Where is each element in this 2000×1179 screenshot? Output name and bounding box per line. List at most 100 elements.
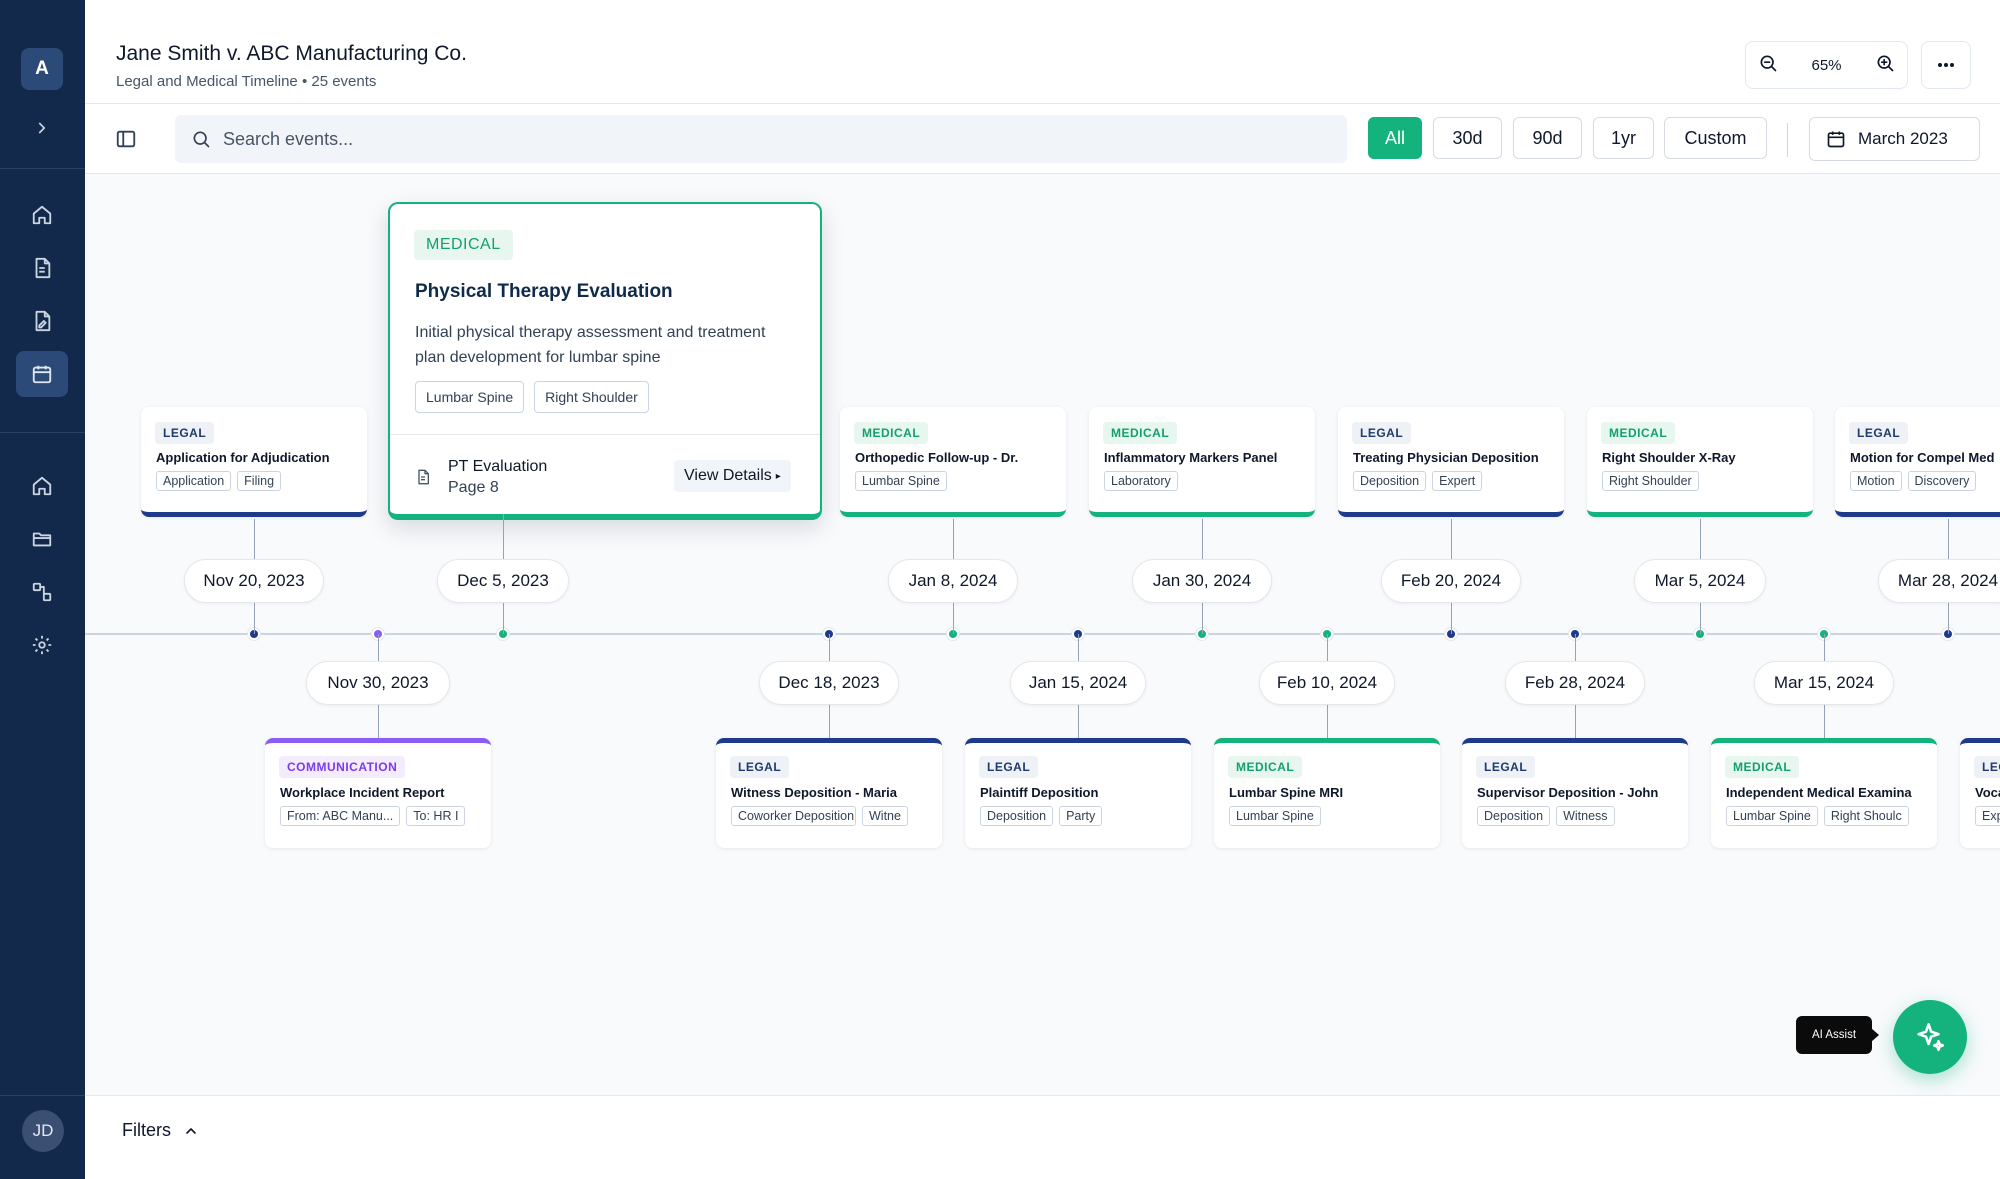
header: Jane Smith v. ABC Manufacturing Co. Lega… [85, 0, 2000, 104]
search-icon [193, 131, 210, 148]
event-date[interactable]: Nov 30, 2023 [306, 661, 450, 705]
zoom-out-icon [1760, 55, 1777, 71]
event-tag: Laboratory [1104, 471, 1178, 491]
footer: Filters [85, 1095, 2000, 1179]
event-date[interactable]: Jan 8, 2024 [888, 559, 1018, 603]
source-document-name[interactable]: PT Evaluation [448, 458, 548, 475]
zoom-in-icon [1877, 55, 1894, 71]
app-logo[interactable]: A [21, 48, 63, 90]
file-edit-icon [35, 310, 51, 332]
sidebar-item-folders[interactable] [16, 516, 68, 562]
category-badge: MEDICAL [1601, 422, 1676, 444]
event-tag: Deposition [980, 806, 1054, 826]
sidebar-item-timeline[interactable] [16, 351, 68, 397]
zoom-in-button[interactable] [1875, 53, 1895, 78]
chevron-up-icon [186, 1127, 196, 1134]
document-icon [35, 257, 51, 279]
sidebar: A JD [0, 0, 85, 1179]
event-tag: Lumbar Spine [415, 381, 525, 413]
event-date[interactable]: Feb 20, 2024 [1381, 559, 1521, 603]
sidebar-item-documents[interactable] [16, 245, 68, 291]
calendar-icon [1827, 131, 1845, 148]
category-badge: MEDICAL [1103, 422, 1178, 444]
event-title: Supervisor Deposition - John [1477, 785, 1659, 800]
event-tag: From: ABC Manu... [280, 806, 401, 826]
event-date[interactable]: Dec 5, 2023 [437, 559, 569, 603]
event-tag: To: HR I [406, 806, 466, 826]
ai-assist-tooltip: AI Assist [1796, 1016, 1879, 1054]
toggle-panel-button[interactable] [115, 128, 137, 155]
expanded-event-card[interactable]: MEDICAL Physical Therapy Evaluation Init… [388, 202, 822, 520]
category-badge: LEGAL [1849, 422, 1909, 444]
timeline-canvas[interactable]: MEDICAL Physical Therapy Evaluation Init… [85, 174, 2000, 1095]
event-tag: Right Shoulder [1602, 471, 1699, 491]
expand-sidebar-button[interactable] [26, 112, 58, 144]
view-details-button[interactable]: View Details ▸ [674, 460, 791, 492]
sidebar-item-settings[interactable] [16, 622, 68, 668]
search-input[interactable] [223, 128, 1323, 150]
zoom-out-button[interactable] [1758, 53, 1778, 78]
toolbar: All 30d 90d 1yr Custom March 2023 [85, 104, 2000, 174]
event-date[interactable]: Feb 28, 2024 [1505, 661, 1645, 705]
event-date[interactable]: Mar 28, 2024 [1878, 559, 2000, 603]
sidebar-divider [0, 432, 85, 433]
zoom-controls: 65% [1745, 41, 1908, 89]
category-badge: MEDICAL [414, 230, 513, 260]
event-date[interactable]: Jan 15, 2024 [1010, 661, 1146, 705]
filters-toggle[interactable]: Filters [122, 1120, 199, 1141]
event-title: Application for Adjudication [156, 450, 330, 465]
event-date[interactable]: Nov 20, 2023 [184, 559, 324, 603]
event-date[interactable]: Jan 30, 2024 [1132, 559, 1272, 603]
range-all-button[interactable]: All [1368, 117, 1422, 159]
more-options-button[interactable] [1921, 41, 1971, 89]
calendar-icon [32, 365, 52, 384]
event-tag: Witness [1556, 806, 1615, 826]
more-horizontal-icon [1938, 63, 1954, 67]
event-title: Plaintiff Deposition [980, 785, 1099, 800]
event-title: Voca [1975, 785, 2000, 800]
category-badge: MEDICAL [854, 422, 929, 444]
range-90d-button[interactable]: 90d [1513, 117, 1582, 159]
month-picker-button[interactable]: March 2023 [1809, 117, 1980, 161]
range-custom-button[interactable]: Custom [1664, 117, 1767, 159]
sidebar-item-edit-documents[interactable] [16, 298, 68, 344]
range-30d-button[interactable]: 30d [1433, 117, 1502, 159]
sidebar-item-workflows[interactable] [16, 569, 68, 615]
search-bar [175, 115, 1347, 163]
event-tag: Right Shoulder [534, 381, 649, 413]
sidebar-item-home[interactable] [16, 192, 68, 238]
ai-assist-button[interactable] [1893, 1000, 1967, 1074]
event-tags: Right Shoulder [1602, 471, 1807, 491]
range-1yr-button[interactable]: 1yr [1593, 117, 1654, 159]
event-card[interactable]: LEGVocaExp [1960, 738, 2000, 848]
event-tag: Discovery [1907, 471, 1977, 491]
event-tag: Lumbar Spine [855, 471, 947, 491]
avatar[interactable]: JD [22, 1110, 64, 1152]
event-date[interactable]: Dec 18, 2023 [759, 661, 899, 705]
timeline-axis [85, 633, 2000, 635]
category-badge: LEG [1974, 756, 2000, 778]
event-date[interactable]: Feb 10, 2024 [1259, 661, 1395, 705]
event-date[interactable]: Mar 5, 2024 [1634, 559, 1766, 603]
event-title: Independent Medical Examina [1726, 785, 1912, 800]
folder-icon [32, 532, 52, 547]
sidebar-item-dashboard[interactable] [16, 463, 68, 509]
event-tags: Lumbar Spine [855, 471, 1060, 491]
event-date[interactable]: Mar 15, 2024 [1754, 661, 1894, 705]
event-title: Witness Deposition - Maria [731, 785, 898, 800]
